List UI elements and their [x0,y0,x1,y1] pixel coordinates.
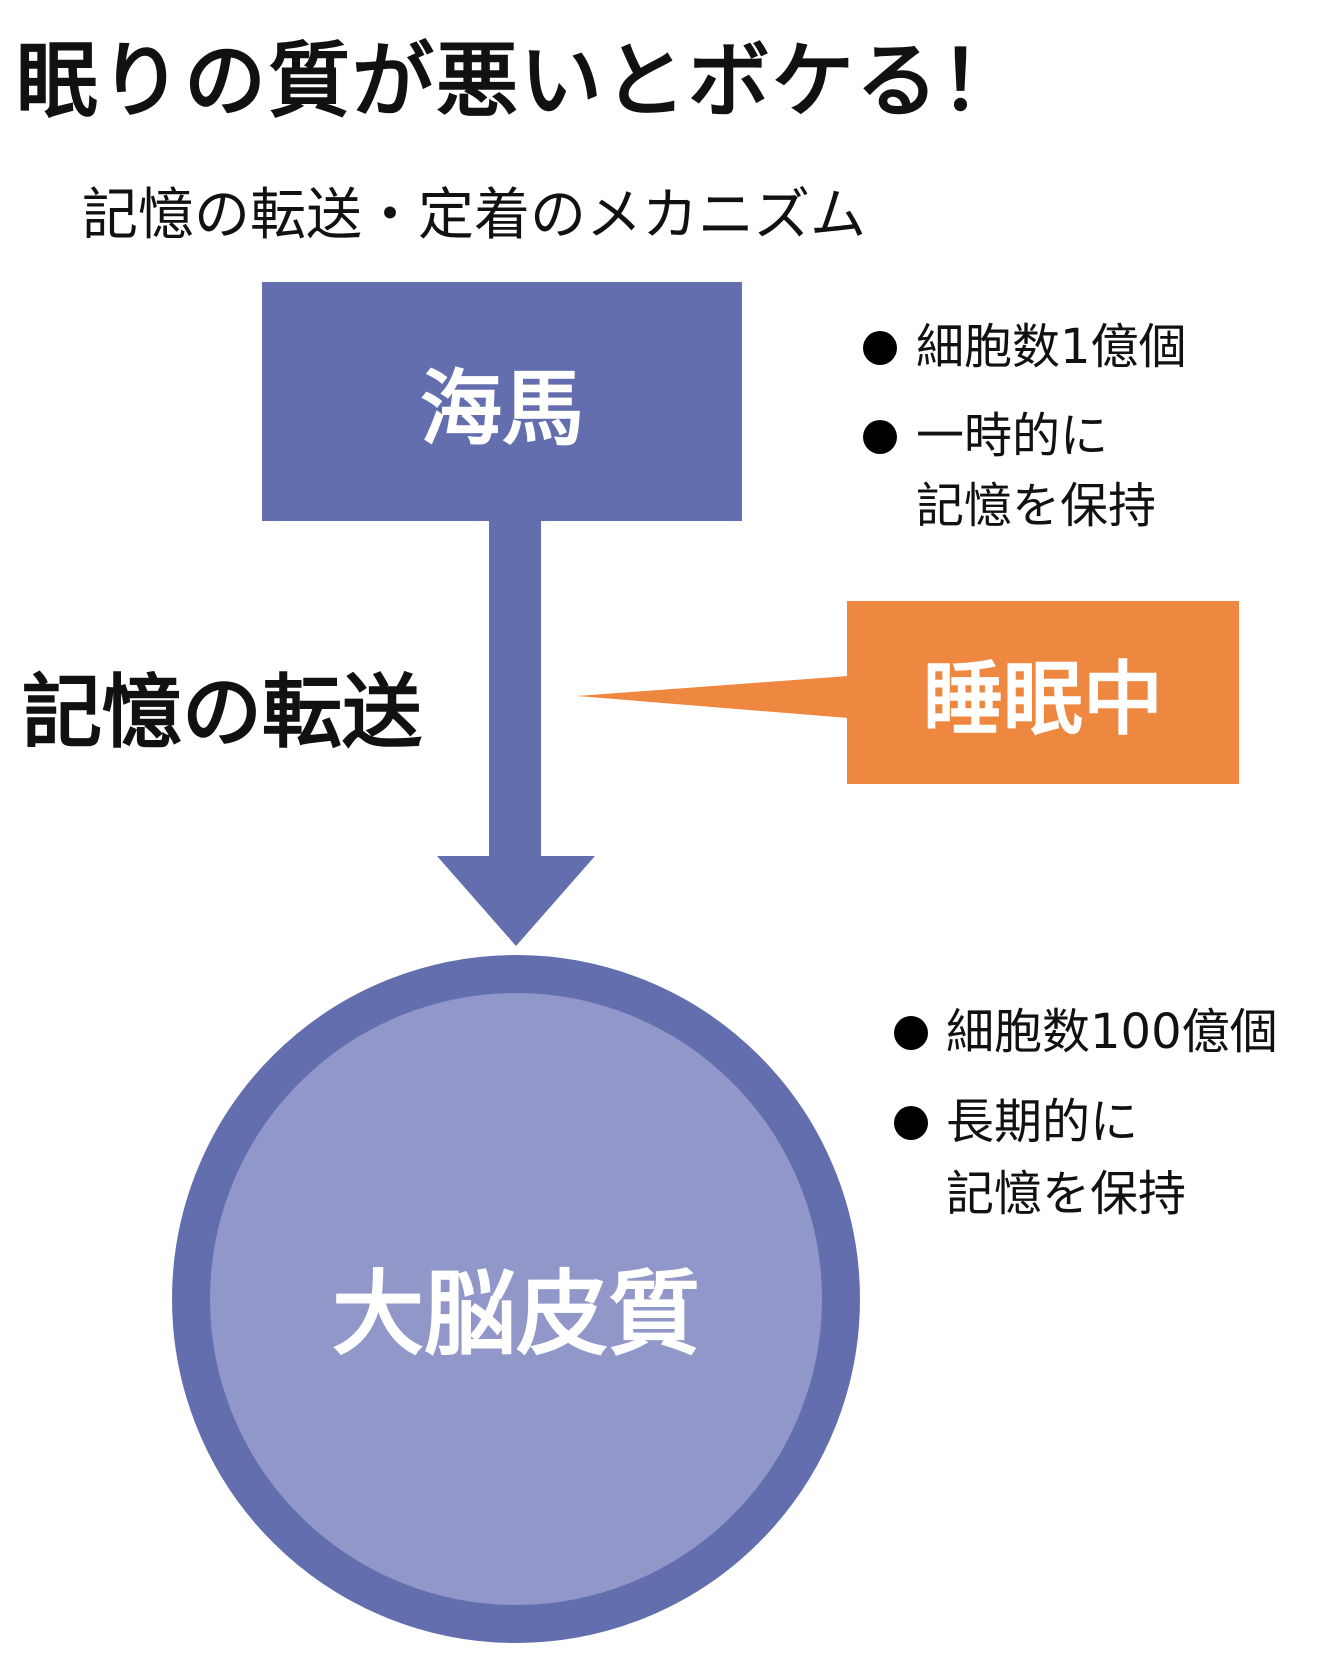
arrow-head [437,856,595,946]
diagram-subtitle: 記憶の転送・定着のメカニズム [82,183,866,248]
cortex-note: 細胞数100億個 [946,1004,1278,1060]
cortex-circle [172,955,860,1643]
hippocampus-label: 海馬 [419,362,584,457]
cortex-label: 大脳皮質 [331,1261,700,1368]
cortex-note: 長期的に [946,1094,1139,1150]
bullet-icon [863,331,897,365]
page-title: 眠りの質が悪いとボケる！ [16,34,1025,129]
bullet-icon [894,1016,928,1050]
sleep-box: 睡眠中 [847,601,1239,784]
arrow-shaft [489,520,541,858]
sleep-label: 睡眠中 [923,652,1163,746]
bullet-icon [894,1106,928,1140]
sleep-pointer [577,676,848,718]
hippocampus-box: 海馬 [262,282,742,521]
hippocampus-note: 一時的に [916,408,1109,464]
transfer-label: 記憶の転送 [22,666,422,759]
hippocampus-note: 細胞数1億個 [916,319,1187,375]
cortex-note: 記憶を保持 [946,1166,1187,1222]
hippocampus-note: 記憶を保持 [916,478,1157,534]
bullet-icon [863,420,897,454]
